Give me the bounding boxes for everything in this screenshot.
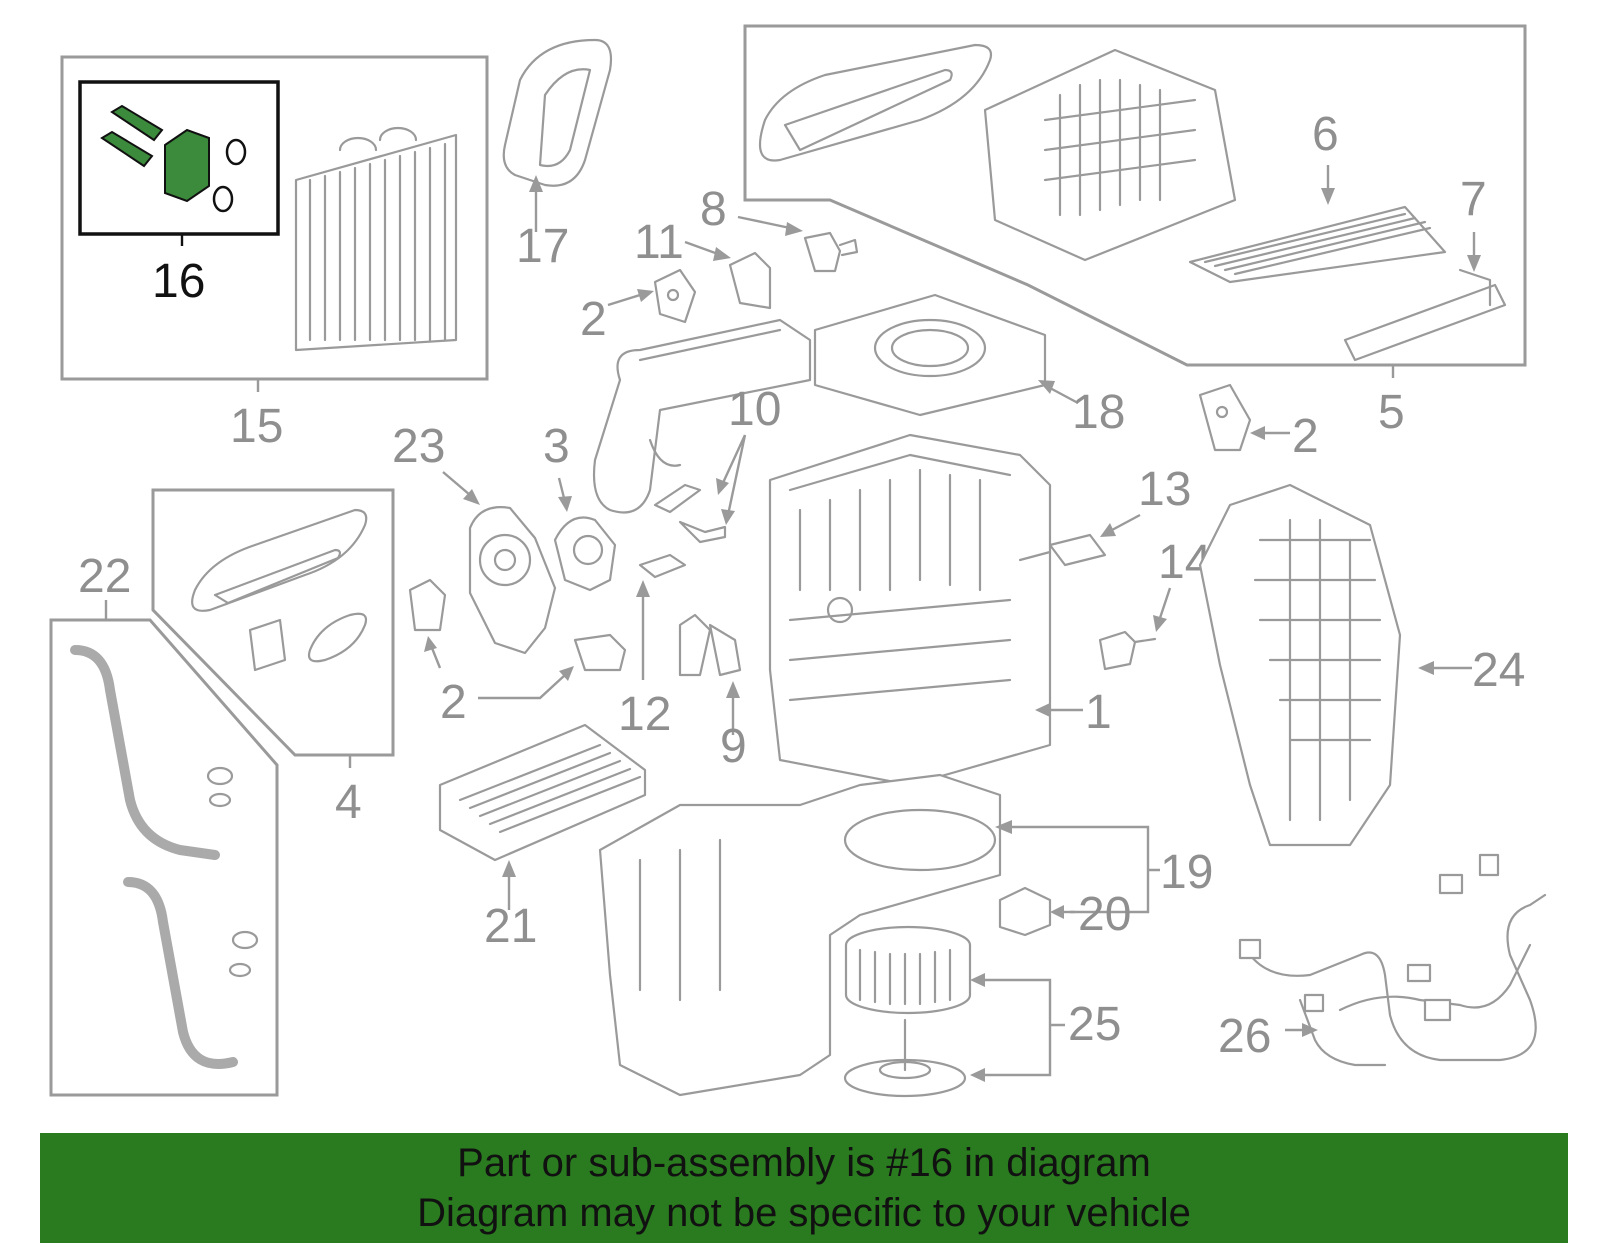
callout-15[interactable]: 15	[230, 400, 283, 453]
blower-housing-18	[813, 293, 1047, 417]
group-box-5	[743, 24, 1527, 367]
linkage-10	[653, 483, 727, 544]
actuator-2-lower-a	[408, 578, 447, 632]
callout-9[interactable]: 9	[720, 720, 747, 773]
evaporator-core	[294, 126, 458, 352]
callout-18[interactable]: 18	[1072, 386, 1125, 439]
callout-26[interactable]: 26	[1218, 1010, 1271, 1063]
cabin-filter-6	[1188, 205, 1447, 284]
actuator-2-right	[1198, 383, 1252, 452]
callout-21[interactable]: 21	[484, 900, 537, 953]
seal-frame-4	[191, 508, 368, 672]
callout-19[interactable]: 19	[1160, 846, 1213, 899]
callout-3[interactable]: 3	[543, 420, 570, 473]
callout-2-top[interactable]: 2	[580, 293, 607, 346]
duct-24	[1198, 483, 1402, 847]
sensor-8	[803, 231, 859, 273]
callout-13[interactable]: 13	[1138, 463, 1191, 516]
callout-2-lower[interactable]: 2	[440, 676, 467, 729]
callout-16[interactable]: 16	[152, 255, 205, 308]
callout-7[interactable]: 7	[1460, 173, 1487, 226]
callout-22[interactable]: 22	[78, 550, 131, 603]
expansion-valve-kit-16[interactable]	[100, 104, 247, 213]
callout-1[interactable]: 1	[1085, 686, 1112, 739]
sensor-14	[1098, 630, 1157, 671]
highlight-box-16[interactable]	[78, 80, 280, 236]
wiring-harness-26	[1238, 853, 1547, 1067]
callout-5[interactable]: 5	[1378, 386, 1405, 439]
resistor-20	[998, 886, 1052, 937]
callout-24[interactable]: 24	[1472, 644, 1525, 697]
callout-11[interactable]: 11	[634, 216, 684, 269]
actuator-2-lower-b	[573, 633, 627, 672]
callout-20[interactable]: 20	[1078, 888, 1131, 941]
linkage-9	[678, 613, 742, 677]
banner-line-part-number: Part or sub-assembly is #16 in diagram	[457, 1141, 1151, 1185]
blower-housing-upper	[983, 48, 1237, 262]
hvac-case-1	[768, 433, 1052, 787]
lower-case	[598, 773, 1002, 1097]
sensor-12	[638, 553, 687, 579]
ac-hose-22	[70, 645, 259, 1069]
callout-6[interactable]: 6	[1312, 108, 1339, 161]
callout-12[interactable]: 12	[618, 688, 671, 741]
heater-core-21	[438, 723, 647, 862]
banner-line-disclaimer: Diagram may not be specific to your vehi…	[417, 1191, 1191, 1235]
actuator-11	[728, 251, 772, 310]
upper-duct	[592, 318, 812, 514]
group-box-4	[151, 488, 395, 757]
sensor-13	[1018, 533, 1107, 567]
group-box-15	[60, 55, 489, 381]
callout-8[interactable]: 8	[700, 183, 727, 236]
callout-23[interactable]: 23	[392, 420, 445, 473]
filter-door-7	[1343, 268, 1507, 362]
actuator-3	[553, 516, 617, 592]
callout-25[interactable]: 25	[1068, 998, 1121, 1051]
blower-wheel-25	[843, 925, 972, 1098]
callout-17[interactable]: 17	[516, 220, 569, 273]
callout-4[interactable]: 4	[335, 776, 362, 829]
seal-17	[502, 38, 613, 187]
info-banner: Part or sub-assembly is #16 in diagram D…	[40, 1133, 1568, 1243]
group-box-22	[49, 618, 279, 1097]
actuator-2-top	[653, 268, 697, 324]
callout-2-right[interactable]: 2	[1292, 410, 1319, 463]
filter-frame	[758, 43, 993, 162]
actuator-motor-23	[468, 506, 557, 655]
callout-10[interactable]: 10	[728, 383, 781, 436]
